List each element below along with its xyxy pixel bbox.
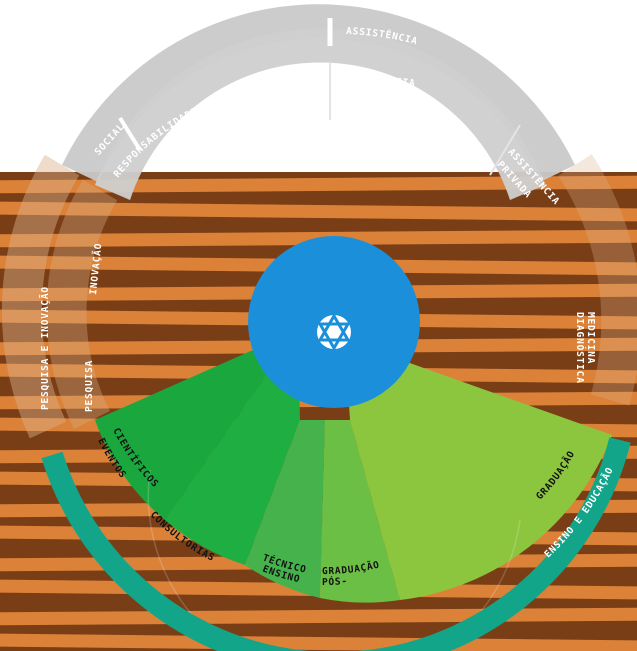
- label-assistencia-publica-2: PÚBLICA: [343, 87, 390, 103]
- label-pesquisa: PESQUISA: [84, 360, 95, 412]
- label-pos: PÓS-: [322, 576, 348, 588]
- star-of-david-icon: [317, 315, 351, 349]
- label-diagnostica: DIAGNÓSTICA: [574, 312, 586, 384]
- label-pesquisa-inovacao: PESQUISA E INOVAÇÃO: [40, 286, 51, 410]
- assistencia-ring: [62, 4, 575, 200]
- label-medicina: MEDICINA: [585, 312, 596, 364]
